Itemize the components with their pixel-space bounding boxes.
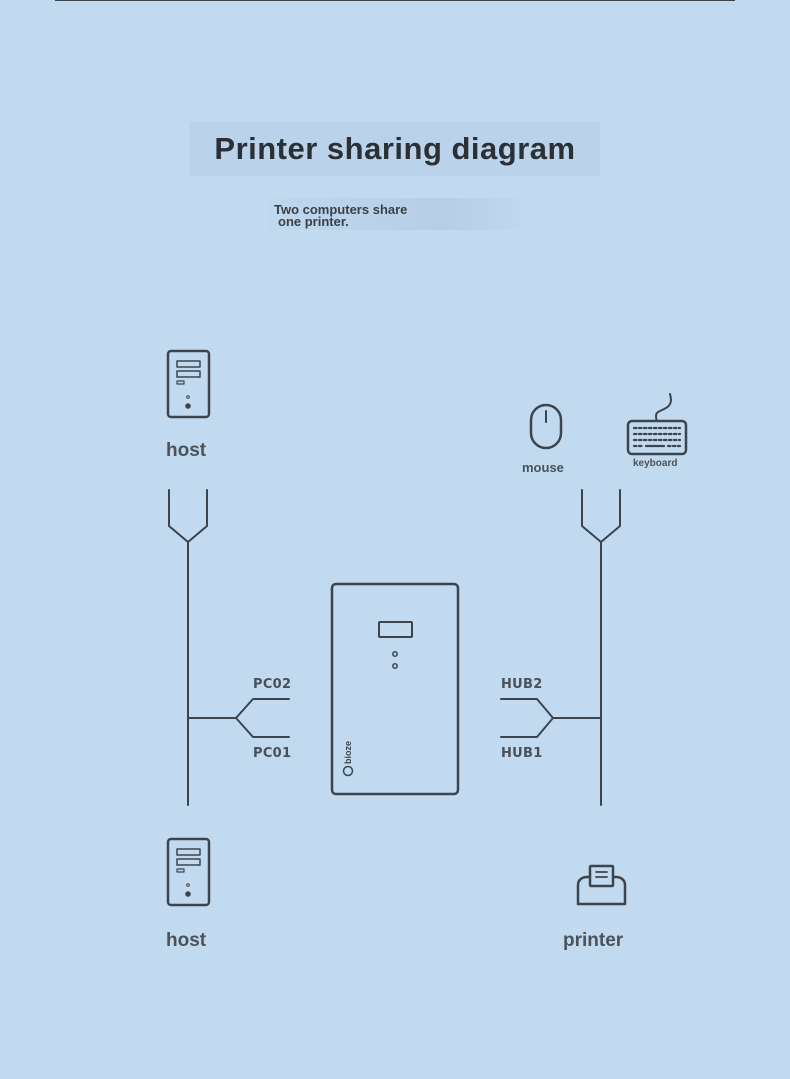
port-pc02-label: PC02	[253, 677, 292, 692]
port-pc01-label: PC01	[253, 746, 292, 761]
subtitle-line-1: Two computers share	[274, 202, 408, 217]
subtitle-line-2: one printer.	[278, 214, 349, 229]
desktop-tower-icon	[166, 349, 211, 419]
right-cable	[500, 489, 621, 806]
mouse-label: mouse	[522, 460, 564, 475]
page-title: Printer sharing diagram	[190, 122, 600, 176]
subtitle: Two computers share one printer.	[268, 198, 520, 230]
mouse-icon	[529, 403, 563, 450]
desktop-tower-icon	[166, 837, 211, 907]
port-hub2-label: HUB2	[501, 677, 543, 692]
keyboard-icon	[626, 393, 688, 456]
host-top-label: host	[166, 440, 207, 461]
keyboard-label: keyboard	[633, 458, 678, 469]
brand-label: bioze	[343, 740, 353, 764]
kvm-switch-icon	[330, 582, 460, 796]
top-divider	[55, 0, 735, 1]
port-hub1-label: HUB1	[501, 746, 543, 761]
printer-icon	[576, 864, 627, 906]
printer-label: printer	[563, 930, 624, 951]
host-bottom-label: host	[166, 930, 207, 951]
left-cable	[168, 489, 290, 806]
